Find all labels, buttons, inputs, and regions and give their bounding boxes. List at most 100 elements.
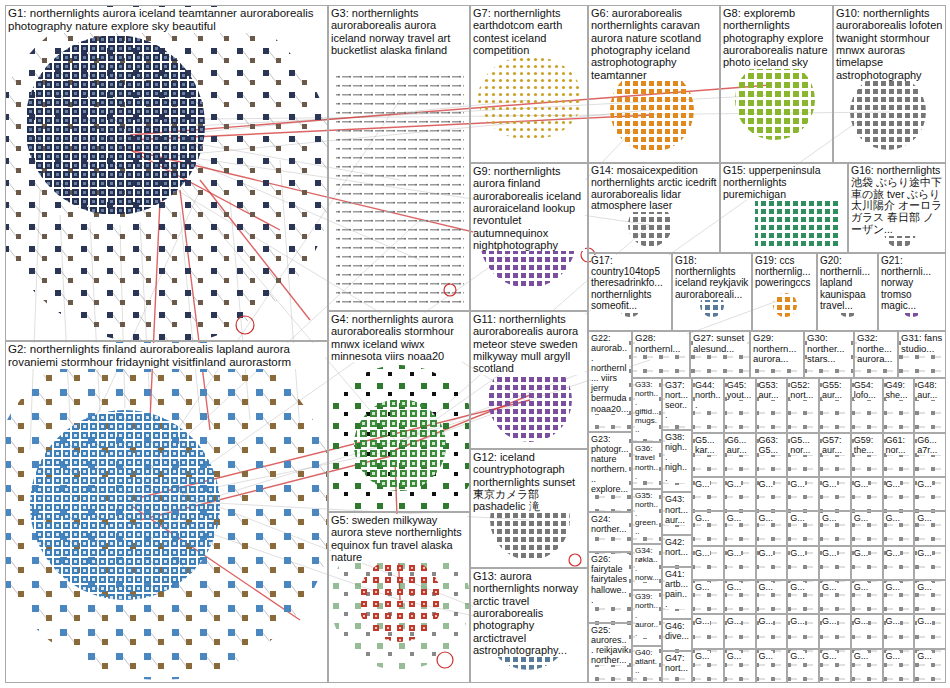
label-wrap: G15: upperpeninsula northernlights purem…: [721, 164, 847, 201]
group-box: G13: aurora northernlights norway arctic…: [470, 568, 588, 683]
group-label: G...: [790, 616, 805, 626]
label-wrap: G6: auroraborealis northernlights carava…: [589, 6, 719, 82]
group-label: G...: [695, 651, 710, 661]
group-label: G49: she...: [886, 380, 912, 400]
group-label: G11: northernlights auroraborealis auror…: [473, 313, 585, 375]
label-wrap: G...: [884, 581, 914, 593]
group-label: G8: exploremb northernlights photography…: [723, 7, 830, 69]
group-box: G...: [819, 477, 851, 511]
group-label: G...: [886, 513, 901, 523]
label-wrap: G...: [725, 478, 755, 490]
group-label: G...: [917, 479, 932, 489]
group-label: G59: the...: [854, 435, 880, 455]
group-box: G...: [851, 511, 883, 545]
label-wrap: G...: [757, 615, 787, 627]
label-wrap: G...: [884, 547, 914, 559]
group-box: G24: norther...: [588, 512, 632, 552]
label-wrap: G37: nort... seor...: [663, 379, 691, 421]
label-wrap: G45: yout...: [725, 379, 755, 401]
group-label: G31: fans studio...: [901, 333, 943, 354]
group-box: G...: [883, 511, 915, 545]
label-wrap: G54: lofo...: [852, 379, 882, 401]
group-box: G6... aur...: [724, 433, 756, 477]
group-box: G...: [724, 477, 756, 511]
group-label: G29: northern... aurora...: [753, 333, 801, 365]
group-label: G...: [917, 513, 932, 523]
group-label: G...: [822, 582, 837, 592]
label-wrap: G47: nort...: [663, 652, 691, 674]
group-box: G63: G5...: [756, 433, 788, 477]
group-label: G...: [727, 479, 742, 489]
group-box: G5: sweden milkyway aurora steve norther…: [328, 512, 470, 683]
label-wrap: G...: [852, 478, 882, 490]
group-label: G...: [822, 651, 837, 661]
group-box: G3: northernlights auroraborealis aurora…: [328, 5, 470, 311]
label-wrap: G9: northernlights aurora finland aurora…: [471, 164, 587, 252]
group-box: G39: north... auror...: [632, 590, 662, 645]
group-box: G15: upperpeninsula northernlights purem…: [720, 163, 848, 253]
label-wrap: G40: atlant...: [633, 647, 661, 676]
group-box: G...: [692, 649, 724, 683]
group-label: G...: [917, 616, 932, 626]
group-box: G...: [756, 614, 788, 648]
label-wrap: G21: northernli... norway tromso magic..…: [879, 254, 945, 312]
group-box: G22: aurorab... northernl... viirs jerry…: [588, 331, 632, 432]
group-box: G25: aurores... reikjavik norther...: [588, 623, 632, 683]
group-label: G...: [727, 582, 742, 592]
label-wrap: G61: nor...: [884, 434, 914, 456]
label-wrap: G63: G5...: [757, 434, 787, 456]
label-wrap: G17: country104top5 theresadrinkfo... no…: [589, 254, 671, 312]
group-label: G52: nort...: [790, 380, 816, 400]
group-label: G5... kar...: [695, 435, 721, 455]
group-label: G...: [854, 582, 869, 592]
label-wrap: G...: [915, 547, 945, 559]
label-wrap: G13: aurora northernlights norway arctic…: [471, 569, 587, 657]
group-label: G...: [759, 582, 774, 592]
group-box: G37: nort... seor...: [662, 378, 692, 430]
label-wrap: G16: northernlights 池袋 ぶらり途中下車の旅 tver ぶら…: [849, 164, 945, 237]
group-label: G48: aur...: [917, 380, 943, 400]
label-wrap: G33: north... giftid... mugs...: [633, 379, 661, 435]
group-box: G...: [692, 546, 724, 580]
network-art: [588, 331, 946, 683]
group-box: G...: [914, 614, 946, 648]
label-wrap: G...: [915, 650, 945, 662]
group-box: G19: ccs northernlig... poweringccs: [752, 253, 817, 331]
group-box: G28: northernl...: [632, 331, 690, 378]
group-label: G17: country104top5 theresadrinkfo... no…: [591, 255, 669, 311]
label-wrap: G46: dive...: [663, 620, 691, 642]
group-box: G49: she...: [883, 378, 915, 433]
group-box: G...: [692, 614, 724, 648]
group-label: G...: [695, 582, 710, 592]
label-wrap: G25: aurores... reikjavik norther...: [589, 624, 631, 666]
label-wrap: G20: northernli... lapland kaunispaa tra…: [818, 254, 877, 312]
group-label: G36: travel north...: [635, 444, 659, 480]
group-label: G12: iceland countryphotograph northernl…: [473, 451, 585, 513]
group-box: G...: [851, 477, 883, 511]
group-box: G54: lofo...: [851, 378, 883, 433]
label-wrap: G...: [915, 478, 945, 490]
label-wrap: G...: [693, 650, 723, 662]
group-label: G40: atlant...: [635, 648, 659, 675]
group-label: G...: [695, 479, 710, 489]
group-box: G29: northern... aurora...: [750, 331, 804, 378]
group-box: G45: yout...: [724, 378, 756, 433]
group-box: G36: travel north...: [632, 442, 662, 488]
network-art: [336, 75, 464, 305]
group-label: G...: [695, 616, 710, 626]
label-wrap: G23: photogr... nature northern... explo…: [589, 433, 631, 495]
group-box: G42: nort...: [662, 535, 692, 567]
group-label: G...: [822, 616, 837, 626]
label-wrap: G...: [788, 547, 818, 559]
group-box: G...: [756, 477, 788, 511]
group-box: G...: [819, 546, 851, 580]
group-label: G45: yout...: [727, 380, 753, 400]
group-label: G...: [886, 616, 901, 626]
label-wrap: G18: northernlights iceland reykjavik au…: [673, 254, 751, 301]
label-wrap: G...: [757, 478, 787, 490]
group-box: G26: fairytale fairytales hallowe...: [588, 552, 632, 622]
group-label: G...: [790, 548, 805, 558]
label-wrap: G12: iceland countryphotograph northernl…: [471, 450, 587, 514]
group-label: G...: [854, 548, 869, 558]
group-box: G23: photogr... nature northern... explo…: [588, 432, 632, 512]
